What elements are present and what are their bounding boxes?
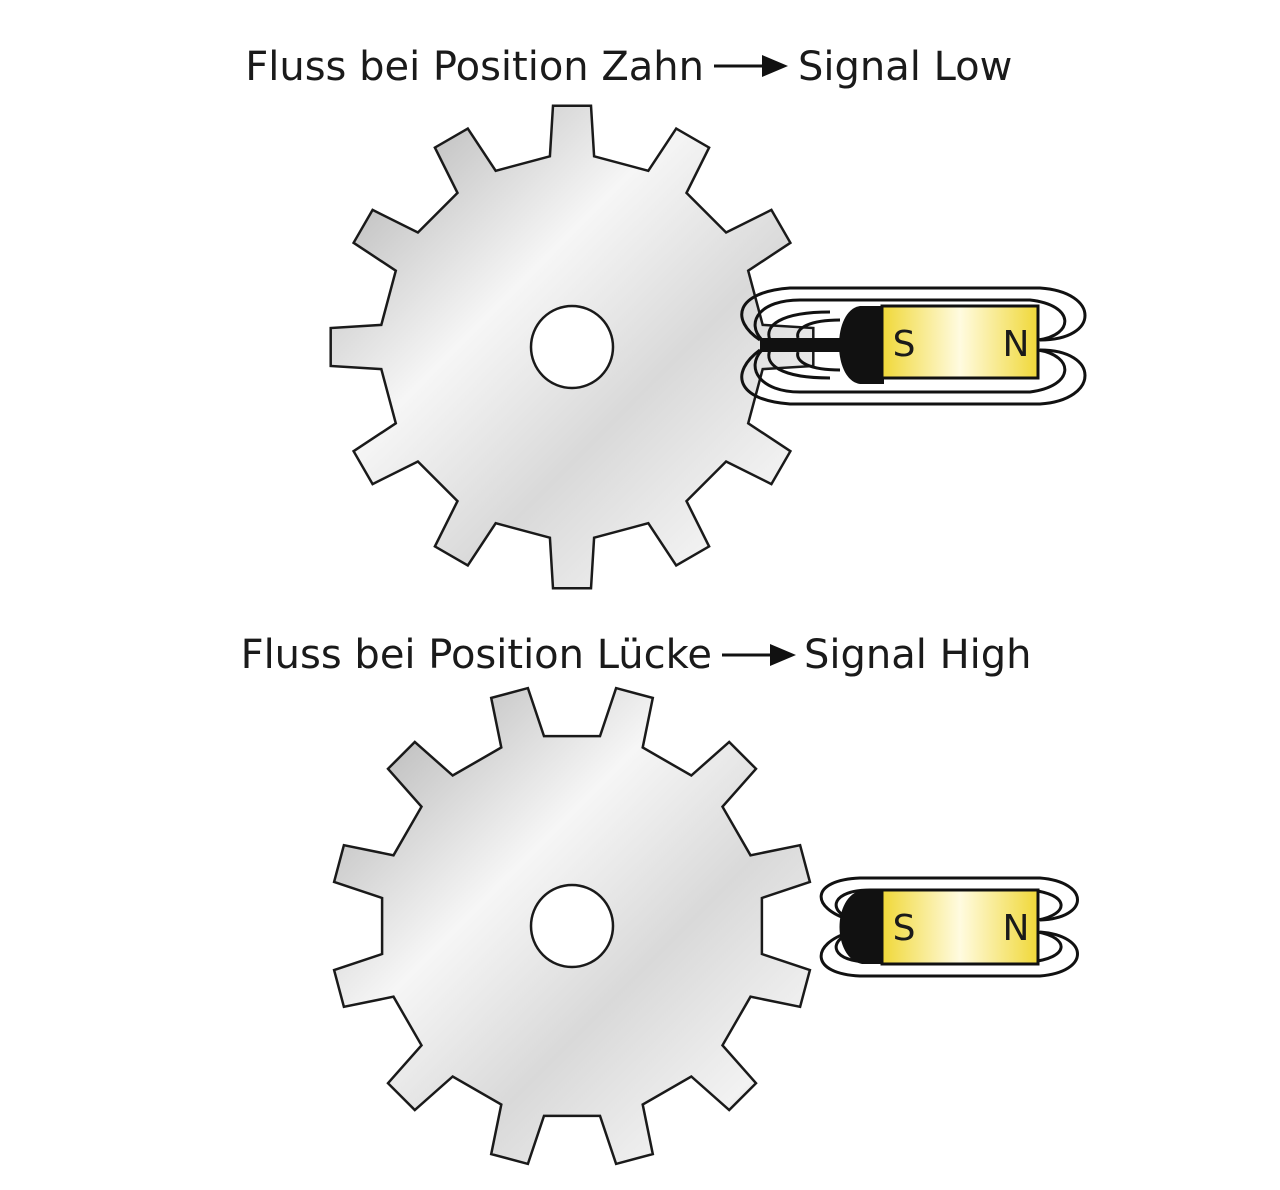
pole-piece bbox=[839, 890, 884, 964]
panel-gap: Fluss bei Position Lücke Signal High S N bbox=[241, 632, 1079, 1166]
gear-hub-hole bbox=[529, 883, 615, 969]
arrow-icon bbox=[714, 55, 788, 77]
magnet-south-label: S bbox=[893, 324, 916, 365]
caption-tooth-left: Fluss bei Position Zahn bbox=[245, 44, 704, 90]
pole-piece bbox=[839, 306, 884, 384]
caption-tooth-right: Signal Low bbox=[798, 44, 1012, 90]
magnet-body bbox=[880, 888, 1040, 966]
magnet-north-label: N bbox=[1003, 908, 1030, 949]
magnet-sensor-tooth: S N bbox=[740, 286, 1087, 406]
arrow-icon bbox=[722, 644, 796, 666]
magnet-sensor-gap: S N bbox=[819, 876, 1079, 978]
caption-gap-left: Fluss bei Position Lücke bbox=[241, 632, 712, 678]
caption-gap-right: Signal High bbox=[804, 632, 1032, 678]
gear-hub-hole bbox=[529, 304, 615, 390]
panel-tooth: Fluss bei Position Zahn Signal Low S bbox=[245, 44, 1087, 590]
magnet-body bbox=[880, 304, 1040, 380]
gear-gap-position bbox=[332, 686, 812, 1166]
gear-tooth-position bbox=[329, 104, 815, 590]
magnet-south-label: S bbox=[893, 908, 916, 949]
magnet-north-label: N bbox=[1003, 324, 1030, 365]
